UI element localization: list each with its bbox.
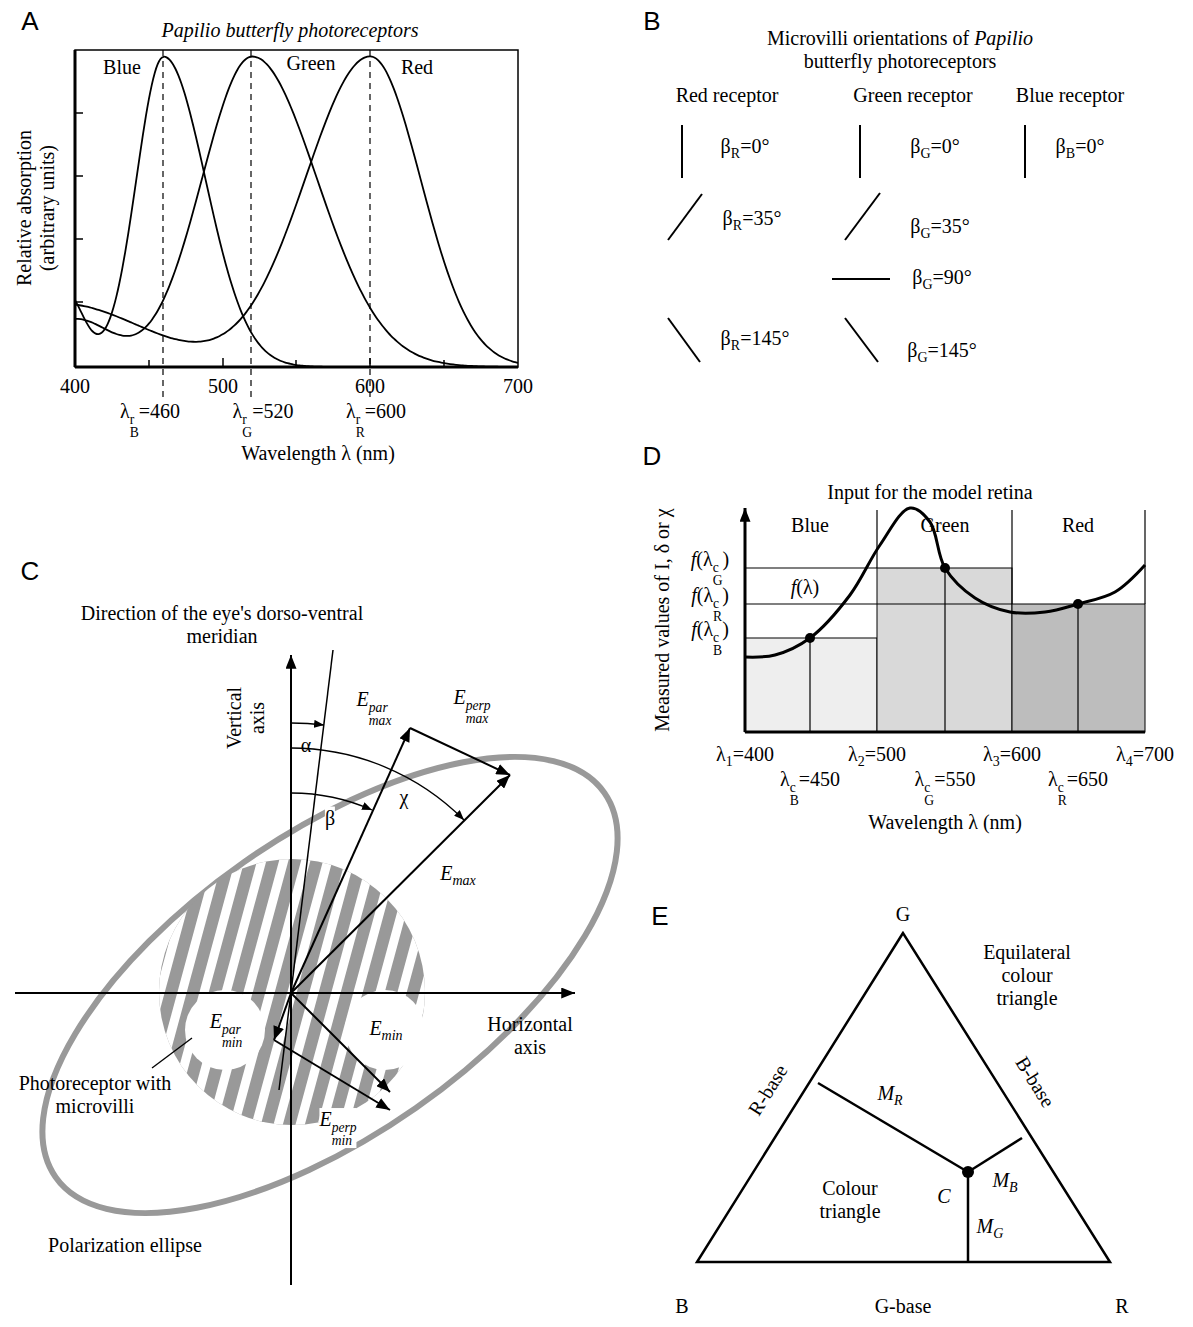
absorption-curve (75, 56, 518, 366)
colour-triangle (697, 933, 1110, 1262)
figure-label: Eminpar (210, 1010, 243, 1050)
figure-label: λ2=500 (848, 743, 906, 769)
figure-label: Red (1062, 514, 1094, 537)
figure-label: Polarization ellipse (48, 1234, 202, 1257)
figure-label: f(λ) (791, 576, 820, 599)
figure-label: f(λRc) (691, 584, 729, 624)
figure-label: βB=0° (1056, 135, 1105, 161)
figure-label: Measured values of I, δ or χ (651, 508, 674, 731)
figure-label: λGc=550 (915, 768, 976, 808)
figure-label: α (301, 734, 311, 757)
figure-label: λ4=700 (1116, 743, 1174, 769)
figure-label: λRc=650 (1048, 768, 1108, 808)
figure-label: Horizontal axis (475, 1013, 585, 1059)
figure-label: βG=35° (910, 215, 970, 241)
figure-label: βR=145° (721, 327, 790, 353)
figure-label: λ3=600 (983, 743, 1041, 769)
figure-label: R (1115, 1295, 1128, 1318)
figure-label: B (675, 1295, 688, 1318)
figure-label: MB (992, 1169, 1017, 1195)
figure-label: Microvilli orientations of Papilio butte… (735, 27, 1065, 73)
figure-label: Eminperp (319, 1108, 356, 1148)
figure-label: Wavelength λ (nm) (868, 811, 1022, 834)
figure-label: f(λBc) (691, 618, 729, 658)
figure-label: Input for the model retina (827, 481, 1033, 504)
figure-label: λ1=400 (716, 743, 774, 769)
figure-label: 500 (208, 375, 238, 398)
figure-label: G-base (875, 1295, 932, 1318)
figure-label: 700 (503, 375, 533, 398)
figure-label: βG=0° (910, 135, 960, 161)
absorption-plot (75, 50, 518, 400)
panel-letter: E (651, 902, 668, 932)
figure-label: βG=145° (907, 339, 977, 365)
figure-label: Direction of the eye's dorso-ventral mer… (72, 602, 372, 648)
figure-label: Green receptor (853, 84, 972, 107)
figure-label: Red receptor (676, 84, 779, 107)
figure-label: λBc=450 (780, 768, 840, 808)
figure-label: Photoreceptor with microvilli (15, 1072, 175, 1118)
absorption-curve (75, 57, 518, 367)
panel-letter: A (21, 7, 38, 37)
figure-label: Red (401, 56, 433, 79)
figure-label: βR=0° (721, 135, 770, 161)
figure-label: G (896, 903, 910, 926)
panel-letter: D (643, 442, 662, 472)
figure-label: λGr=520 (233, 400, 294, 440)
figure-label: MR (877, 1082, 902, 1108)
figure-label: Green (921, 514, 970, 537)
figure-label: Wavelength λ (nm) (241, 442, 395, 465)
figure-label: χ (400, 786, 409, 809)
figure-label: C (937, 1185, 950, 1208)
figure-label: Equilateral colour triangle (971, 941, 1083, 1010)
model-retina-input (745, 508, 1145, 732)
figure-label: 600 (355, 375, 385, 398)
absorption-curve (75, 56, 518, 363)
microvilli-orientations (668, 125, 1025, 362)
panel-letter: B (643, 7, 660, 37)
figure-label: Blue (103, 56, 141, 79)
figure-label: Emaxperp (453, 686, 490, 726)
figure-label: Emax (440, 862, 476, 888)
figure-label: Green (287, 52, 336, 75)
figure-label: R-base (744, 1060, 793, 1119)
figure-label: Emin (369, 1017, 402, 1043)
figure-label: Colour triangle (800, 1177, 900, 1223)
figure-label: MG (977, 1215, 1004, 1241)
figure-label: β (325, 807, 335, 830)
panel-letter: C (21, 557, 40, 587)
figure-label: Papilio butterfly photoreceptors (161, 19, 418, 42)
polarization-geometry (0, 650, 690, 1300)
figure-label: λBr=460 (120, 400, 180, 440)
figure-label: 400 (60, 375, 90, 398)
figure-label: f(λGc) (691, 548, 729, 588)
figure-label: Emaxpar (357, 688, 392, 728)
figure-label: Vertical axis (223, 673, 269, 763)
measured-curve (745, 508, 1145, 657)
figure-label: βR=35° (723, 207, 782, 233)
figure-label: Blue receptor (1016, 84, 1124, 107)
figure-label: Blue (791, 514, 829, 537)
figure-label: B-base (1011, 1052, 1060, 1111)
figure-label: λRr=600 (346, 400, 406, 440)
figure-label: βG=90° (912, 266, 972, 292)
figure-label: Relative absorption (arbitrary units) (13, 108, 59, 308)
